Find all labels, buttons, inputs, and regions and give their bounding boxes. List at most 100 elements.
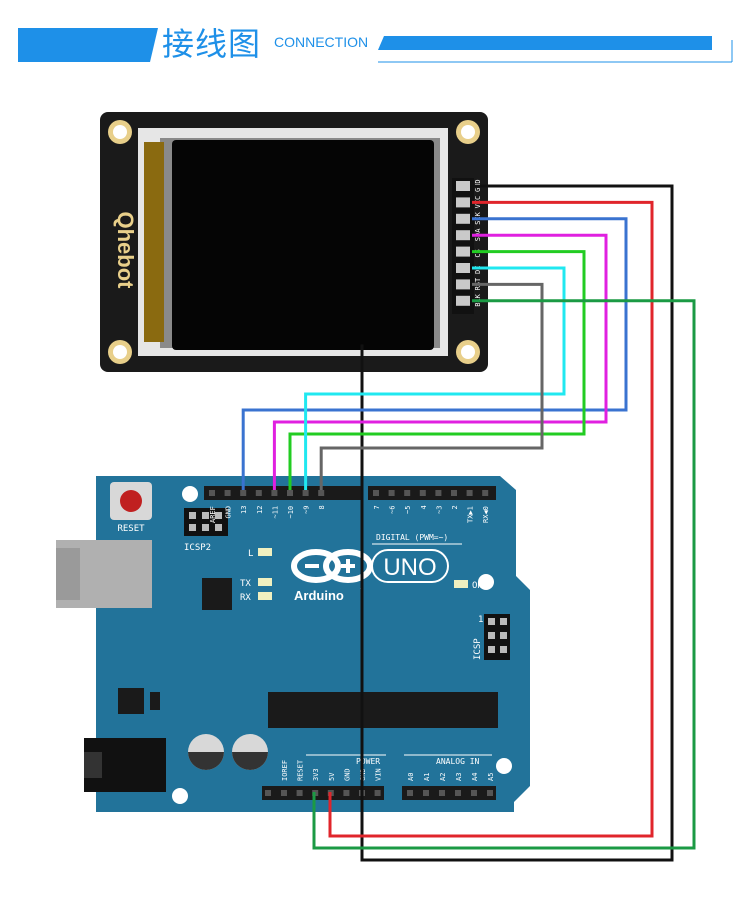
lcd-screen: [172, 140, 434, 350]
arduino-brand: Arduino: [294, 588, 344, 603]
flex-cable: [144, 142, 164, 342]
analog-pin-label: A4: [471, 773, 479, 781]
digital-pin-hole: [466, 490, 473, 496]
icsp2-pin: [215, 512, 222, 519]
wire-sck: [241, 217, 628, 490]
icsp-pin: [500, 646, 507, 653]
power-pin-label: RESET: [297, 759, 305, 781]
wire-gnd: [360, 184, 674, 862]
digital-pin-hole: [209, 490, 215, 496]
wire-vcc: [328, 200, 654, 838]
power-pin-hole: [374, 790, 381, 796]
digital-pin-hole: [302, 490, 309, 496]
usb-chip: [202, 578, 232, 610]
digital-pin-label: 13: [240, 506, 248, 514]
analog-pin-label: A0: [407, 773, 415, 781]
digital-pin-label: 2: [451, 505, 459, 509]
header: 接线图 CONNECTION: [0, 0, 750, 80]
led-rx-label: RX: [240, 593, 251, 603]
digital-pin-hole: [373, 490, 379, 496]
icsp-pin: [500, 618, 507, 625]
display-pin: [456, 295, 470, 306]
analog-pin-label: A2: [439, 773, 447, 781]
digital-pin-label: 8: [318, 505, 326, 509]
icsp-pin: [488, 618, 495, 625]
arduino-uno-board: RESET ICSP2 L TX RX ON UNO Arduino ™ 1 I: [56, 476, 530, 812]
display-pin: [456, 263, 470, 273]
digital-header-right: [368, 486, 496, 500]
arduino-infinity-logo-icon: [291, 549, 373, 583]
digital-pin-label: GND: [225, 506, 233, 519]
digital-pin-label: AREF: [209, 506, 217, 523]
digital-pin-label: ~11: [271, 506, 279, 519]
module-brand: Qhebot: [113, 212, 138, 290]
icsp2-pin: [202, 524, 209, 531]
reset-label: RESET: [117, 524, 145, 534]
digital-label: DIGITAL (PWM=~): [376, 533, 448, 542]
atmega-chip: [268, 692, 498, 728]
digital-pin-hole: [271, 490, 278, 496]
uno-label: UNO: [383, 554, 436, 581]
power-pin-hole: [265, 790, 271, 796]
power-pin-hole: [281, 790, 287, 796]
digital-pin-hole: [451, 490, 457, 496]
page-subtitle: CONNECTION: [274, 34, 369, 50]
led-on-label: ON: [472, 581, 483, 591]
header-banner-shapes: [18, 28, 733, 63]
digital-pin-hole: [287, 490, 293, 496]
icsp2-pin: [189, 524, 196, 531]
voltage-regulator: [118, 688, 144, 714]
led-tx-label: TX: [240, 579, 251, 589]
display-pin: [456, 230, 470, 241]
digital-pin-label: 7: [373, 505, 381, 509]
icsp-pin: [488, 646, 495, 653]
icsp2-pin: [189, 512, 196, 519]
analog-pin-label: A1: [423, 773, 431, 781]
display-pin-label: CS: [474, 249, 482, 257]
digital-pin-label: ~10: [287, 506, 295, 519]
icsp-pin: [500, 632, 507, 639]
power-pin-label: VIN: [375, 768, 383, 781]
digital-pin-label: ~5: [404, 506, 412, 514]
digital-pin-label: ~3: [435, 506, 443, 514]
analog-pin-hole: [407, 790, 413, 796]
power-pin-hole: [343, 790, 350, 796]
wire-dc: [304, 266, 566, 490]
digital-pin-label: RX◀0: [482, 506, 490, 523]
power-pin-label: 5V: [328, 772, 336, 781]
wire-sda: [272, 233, 608, 490]
power-pin-label: GND: [343, 768, 351, 781]
digital-pin-label: 4: [420, 505, 428, 509]
page-title: 接线图: [162, 25, 262, 63]
digital-pin-label: ~9: [303, 506, 311, 514]
display-pin: [456, 279, 470, 290]
digital-pin-label: 12: [256, 506, 264, 514]
analog-header: [402, 786, 496, 800]
led-tx: [258, 578, 272, 586]
analog-pin-hole: [423, 790, 429, 796]
digital-pin-hole: [240, 490, 247, 496]
power-label: POWER: [356, 757, 380, 766]
icsp-pin: [488, 632, 495, 639]
power-pin-label: IOREF: [281, 760, 289, 781]
display-pin: [456, 197, 470, 208]
digital-pin-hole: [224, 490, 231, 496]
led-on: [454, 580, 468, 588]
led-l-label: L: [248, 549, 253, 559]
power-pin-label: 3V3: [312, 768, 320, 781]
analog-pin-hole: [471, 790, 477, 796]
display-pin: [456, 246, 470, 257]
icsp2-pin: [202, 512, 209, 519]
digital-pin-hole: [435, 490, 442, 496]
wires: [241, 184, 696, 862]
digital-pin-hole: [255, 490, 262, 496]
wire-blk: [312, 299, 696, 850]
led-l: [258, 548, 272, 556]
analog-pin-hole: [455, 790, 461, 796]
digital-pin-label: ~6: [389, 506, 397, 514]
analog-pin-hole: [439, 790, 445, 796]
icsp2-pin: [215, 524, 222, 531]
led-rx: [258, 592, 272, 600]
